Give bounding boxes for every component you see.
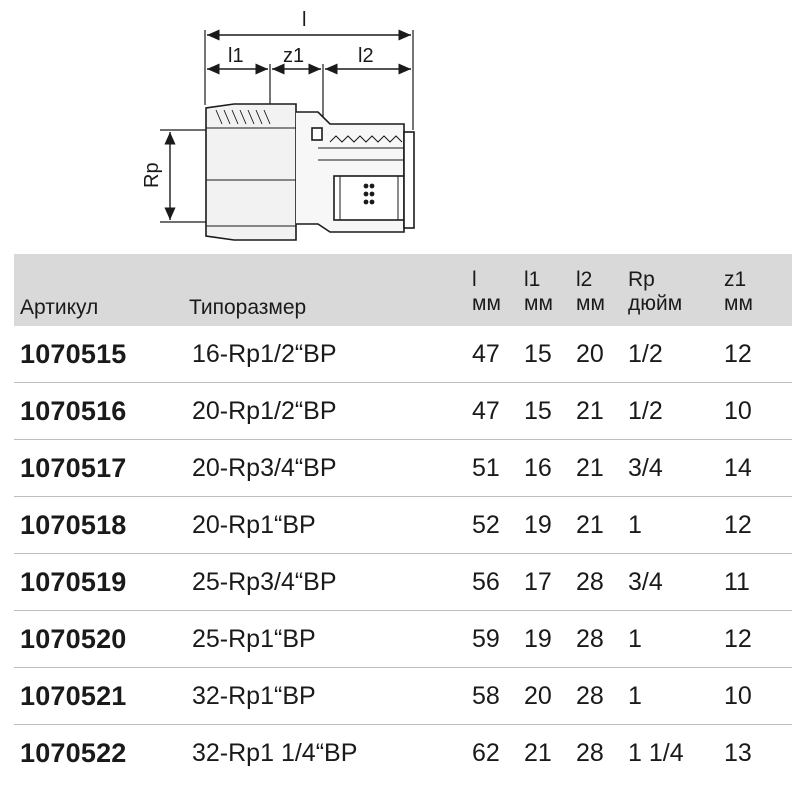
row-rp: 3/4	[628, 454, 663, 482]
header-l: l мм	[472, 268, 501, 316]
row-l: 56	[472, 568, 500, 596]
row-rp: 3/4	[628, 568, 663, 596]
row-size: 20-Rp1/2“BP	[192, 397, 337, 425]
table-row: 1070515 16-Rp1/2“BP 47 15 20 1/2 12	[14, 326, 792, 383]
row-z1: 12	[724, 340, 752, 368]
row-l2: 21	[576, 511, 604, 539]
row-z1: 12	[724, 511, 752, 539]
row-l: 51	[472, 454, 500, 482]
row-article: 1070520	[20, 624, 127, 654]
row-size: 20-Rp3/4“BP	[192, 454, 337, 482]
fitting-drawing: l l1 z1 l2 Rp	[141, 9, 415, 241]
header-l2: l2 мм	[576, 268, 605, 316]
header-rp: Rp дюйм	[628, 268, 682, 316]
row-l1: 15	[524, 340, 552, 368]
row-rp: 1	[628, 682, 642, 710]
row-size: 32-Rp1“BP	[192, 682, 316, 710]
row-article: 1070519	[20, 567, 127, 597]
header-l-name: l	[472, 268, 477, 291]
row-rp: 1/2	[628, 340, 663, 368]
header-l-unit: мм	[472, 292, 501, 315]
row-rp: 1/2	[628, 397, 663, 425]
row-l: 59	[472, 625, 500, 653]
header-rp-unit: дюйм	[628, 292, 683, 315]
row-l: 47	[472, 340, 500, 368]
row-l1: 20	[524, 682, 552, 710]
row-l1: 16	[524, 454, 552, 482]
dim-l2-label: l2	[358, 45, 374, 67]
row-size: 25-Rp3/4“BP	[192, 568, 337, 596]
table-row: 1070522 32-Rp1 1/4“BP 62 21 28 1 1/4 13	[14, 725, 792, 781]
row-l: 62	[472, 739, 500, 767]
row-l2: 28	[576, 625, 604, 653]
row-article: 1070522	[20, 738, 127, 768]
table-row: 1070520 25-Rp1“BP 59 19 28 1 12	[14, 611, 792, 668]
row-size: 20-Rp1“BP	[192, 511, 316, 539]
row-rp: 1	[628, 511, 642, 539]
dim-l1-label: l1	[228, 45, 244, 67]
table-row: 1070517 20-Rp3/4“BP 51 16 21 3/4 14	[14, 440, 792, 497]
row-article: 1070518	[20, 510, 127, 540]
row-l1: 17	[524, 568, 552, 596]
extension-lines	[160, 30, 414, 223]
row-l2: 21	[576, 454, 604, 482]
row-size: 25-Rp1“BP	[192, 625, 316, 653]
header-z1-name: z1	[724, 268, 747, 291]
header-l1-name: l1	[524, 268, 541, 291]
table-row: 1070521 32-Rp1“BP 58 20 28 1 10	[14, 668, 792, 725]
row-article: 1070517	[20, 453, 127, 483]
row-l1: 15	[524, 397, 552, 425]
header-l1-unit: мм	[524, 292, 553, 315]
row-z1: 14	[724, 454, 752, 482]
header-z1: z1 мм	[724, 268, 753, 316]
row-rp: 1	[628, 625, 642, 653]
row-l1: 19	[524, 511, 552, 539]
row-article: 1070515	[20, 339, 127, 369]
product-table: Артикул Типоразмер l мм l1 мм l2 мм Rp д…	[14, 254, 792, 781]
header-z1-unit: мм	[724, 292, 753, 315]
dim-z1-label: z1	[283, 45, 304, 67]
row-size: 32-Rp1 1/4“BP	[192, 739, 358, 767]
table-row: 1070519 25-Rp3/4“BP 56 17 28 3/4 11	[14, 554, 792, 611]
table-header: Артикул Типоразмер l мм l1 мм l2 мм Rp д…	[14, 254, 792, 326]
dim-total-label: l	[302, 9, 306, 31]
row-l: 52	[472, 511, 500, 539]
dimension-lines	[164, 29, 411, 220]
row-l2: 28	[576, 568, 604, 596]
row-z1: 10	[724, 397, 752, 425]
row-z1: 12	[724, 625, 752, 653]
row-z1: 10	[724, 682, 752, 710]
row-size: 16-Rp1/2“BP	[192, 340, 337, 368]
header-size: Типоразмер	[189, 296, 307, 319]
row-rp: 1 1/4	[628, 739, 684, 767]
row-l2: 28	[576, 739, 604, 767]
row-article: 1070521	[20, 681, 127, 711]
row-l: 58	[472, 682, 500, 710]
fitting-body	[205, 103, 415, 241]
header-rp-name: Rp	[628, 268, 655, 291]
row-z1: 13	[724, 739, 752, 767]
row-l2: 28	[576, 682, 604, 710]
header-l1: l1 мм	[524, 268, 553, 316]
header-l2-unit: мм	[576, 292, 605, 315]
table-row: 1070516 20-Rp1/2“BP 47 15 21 1/2 10	[14, 383, 792, 440]
header-article: Артикул	[20, 296, 99, 319]
row-l1: 21	[524, 739, 552, 767]
row-l1: 19	[524, 625, 552, 653]
row-l2: 21	[576, 397, 604, 425]
row-z1: 11	[724, 568, 750, 596]
header-l2-name: l2	[576, 268, 593, 291]
dim-rp-label: Rp	[141, 162, 163, 188]
table-row: 1070518 20-Rp1“BP 52 19 21 1 12	[14, 497, 792, 554]
row-l: 47	[472, 397, 500, 425]
row-l2: 20	[576, 340, 604, 368]
row-article: 1070516	[20, 396, 127, 426]
